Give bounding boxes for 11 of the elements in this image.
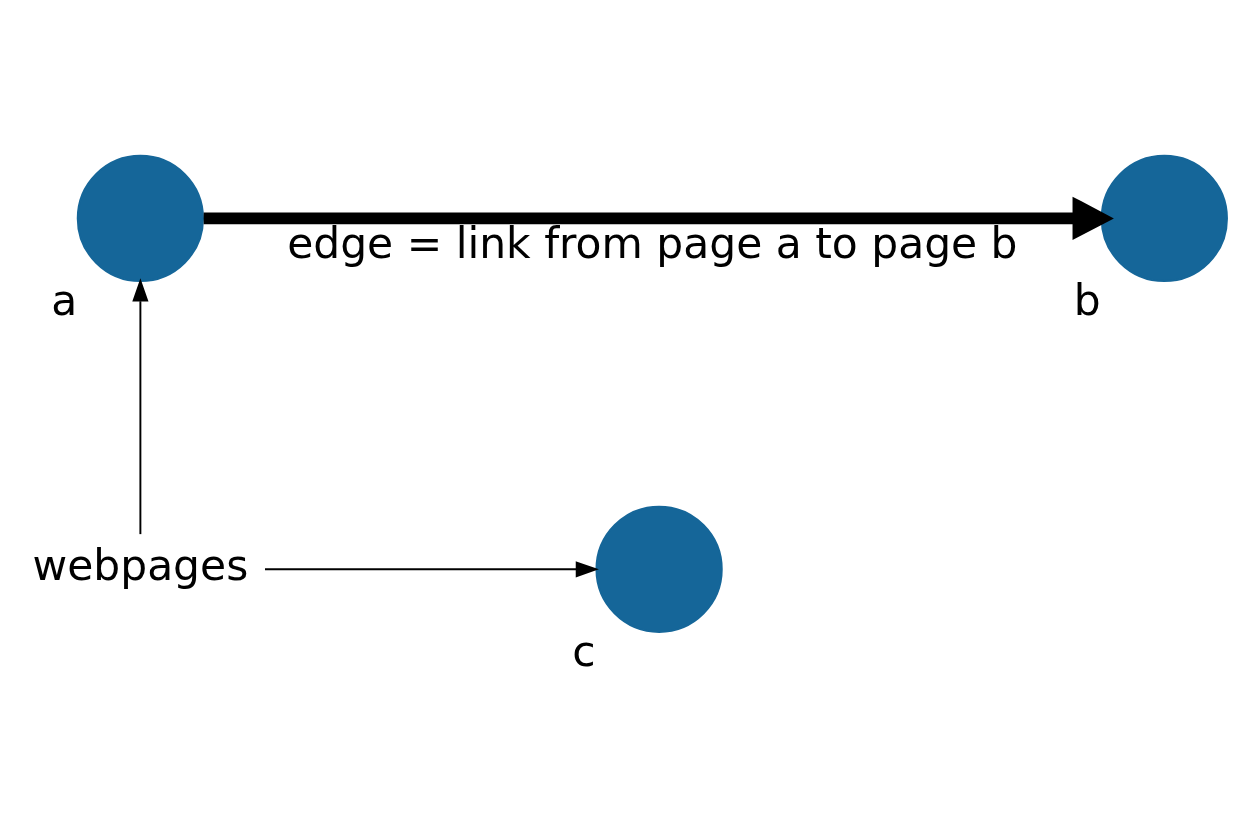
node-circle bbox=[1100, 154, 1228, 282]
edge-label: edge = link from page a to page b bbox=[287, 218, 1018, 268]
node-circle bbox=[76, 154, 205, 282]
node-text: webpages bbox=[32, 540, 249, 590]
arrow bbox=[132, 277, 149, 535]
node-label: c bbox=[572, 626, 596, 676]
node-circle bbox=[595, 505, 723, 633]
arrow bbox=[264, 560, 599, 577]
node-label: a bbox=[51, 275, 78, 325]
arrow bbox=[203, 196, 1114, 240]
node-label: b bbox=[1073, 275, 1101, 325]
